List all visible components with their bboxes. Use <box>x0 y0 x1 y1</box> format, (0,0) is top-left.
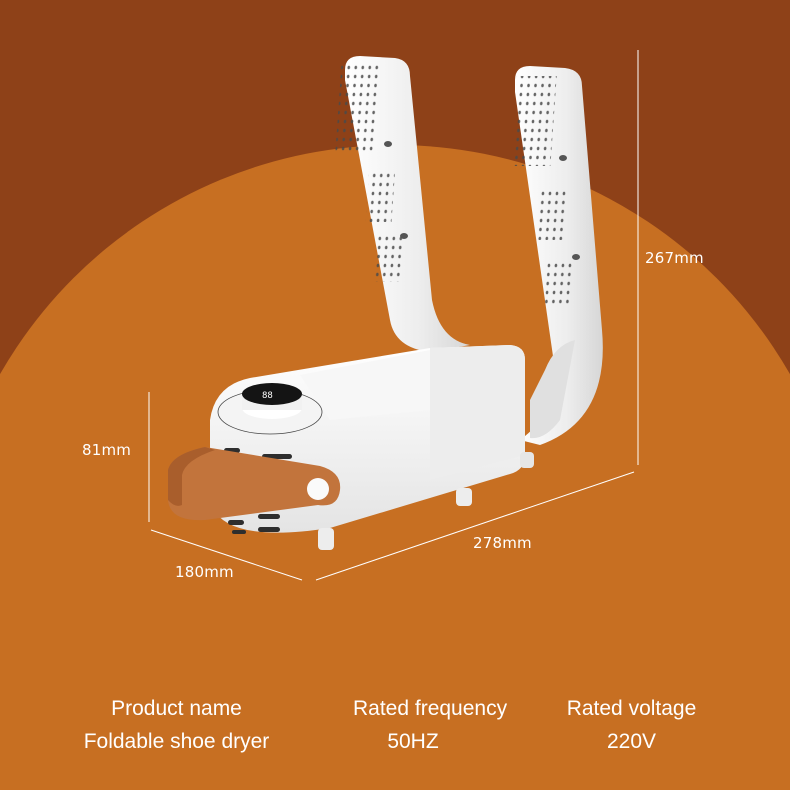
length-line <box>315 471 635 581</box>
foot <box>456 488 472 506</box>
dimension-label-depth: 180mm <box>175 563 234 581</box>
right-dryer-arm <box>510 66 603 445</box>
dimension-label-height-arms: 267mm <box>645 249 704 267</box>
dimension-label-length: 278mm <box>473 534 532 552</box>
dryer-base <box>210 345 534 550</box>
foot <box>520 452 534 468</box>
dimension-label-height-base: 81mm <box>82 441 132 459</box>
spec-value: Foldable shoe dryer <box>83 730 270 753</box>
display-digits: 88 <box>262 391 273 401</box>
spec-rated-frequency: Rated frequency 50HZ <box>353 692 508 758</box>
background-lower-fill <box>0 600 790 790</box>
spec-product-name: Product name Foldable shoe dryer <box>0 692 353 758</box>
leather-strap <box>168 447 341 521</box>
spec-table: Product name Foldable shoe dryer Rated f… <box>0 692 790 758</box>
spec-value: 50HZ <box>387 730 439 753</box>
spec-rated-voltage: Rated voltage 220V <box>473 692 790 758</box>
spec-label: Product name <box>111 697 242 720</box>
foot <box>318 528 334 550</box>
control-dial: 88 <box>217 383 323 435</box>
spec-label: Rated voltage <box>566 697 697 720</box>
spec-label: Rated frequency <box>353 697 508 720</box>
dimension-lines <box>148 50 639 581</box>
strap-button <box>307 478 329 500</box>
left-dryer-arm <box>335 56 470 352</box>
digital-display <box>242 383 302 405</box>
depth-line <box>150 529 303 581</box>
spec-value: 220V <box>606 730 657 753</box>
